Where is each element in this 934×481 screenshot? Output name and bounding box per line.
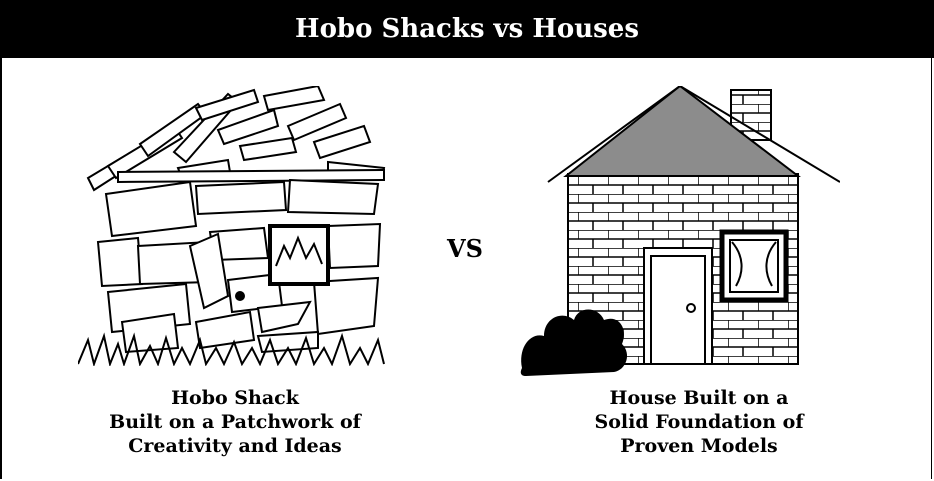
roof-plank bbox=[312, 124, 372, 160]
shack-doorknob bbox=[235, 291, 245, 301]
roof-plank bbox=[216, 108, 280, 146]
wall-board bbox=[96, 236, 144, 288]
roof-plank bbox=[286, 102, 348, 142]
caption-line: Hobo Shack bbox=[171, 387, 299, 409]
roof-plank bbox=[238, 136, 298, 162]
vs-label: VS bbox=[447, 234, 483, 263]
broken-glass bbox=[275, 235, 323, 267]
roof-eave-left bbox=[547, 86, 681, 183]
hobo-shack-caption: Hobo Shack Built on a Patchwork of Creat… bbox=[85, 386, 385, 458]
caption-line: Proven Models bbox=[620, 435, 778, 457]
curtains bbox=[731, 241, 777, 287]
wall-board bbox=[188, 232, 230, 310]
roof-plank bbox=[194, 88, 260, 122]
roof-plank bbox=[262, 86, 326, 112]
roof-eave-right bbox=[679, 86, 840, 183]
wall-board bbox=[104, 180, 198, 238]
house-roof bbox=[563, 86, 801, 177]
wall-board bbox=[194, 180, 288, 216]
caption-line: House Built on a bbox=[609, 387, 789, 409]
bush bbox=[520, 309, 628, 376]
wall-board bbox=[194, 310, 256, 350]
house-illustration bbox=[520, 86, 840, 376]
grass bbox=[78, 332, 385, 366]
title-banner: Hobo Shacks vs Houses bbox=[0, 0, 934, 58]
caption-line: Built on a Patchwork of bbox=[109, 411, 361, 433]
wall-board bbox=[326, 222, 382, 270]
house-caption: House Built on a Solid Foundation of Pro… bbox=[549, 386, 849, 458]
roof-beam bbox=[117, 168, 385, 184]
caption-line: Creativity and Ideas bbox=[128, 435, 342, 457]
hobo-shack-illustration bbox=[78, 86, 386, 366]
page-title: Hobo Shacks vs Houses bbox=[295, 14, 639, 44]
door-knob bbox=[686, 303, 696, 313]
wall-board bbox=[312, 276, 380, 336]
house-door bbox=[650, 255, 706, 365]
wall-board bbox=[286, 178, 380, 216]
caption-line: Solid Foundation of bbox=[594, 411, 804, 433]
wall-board bbox=[256, 300, 312, 334]
